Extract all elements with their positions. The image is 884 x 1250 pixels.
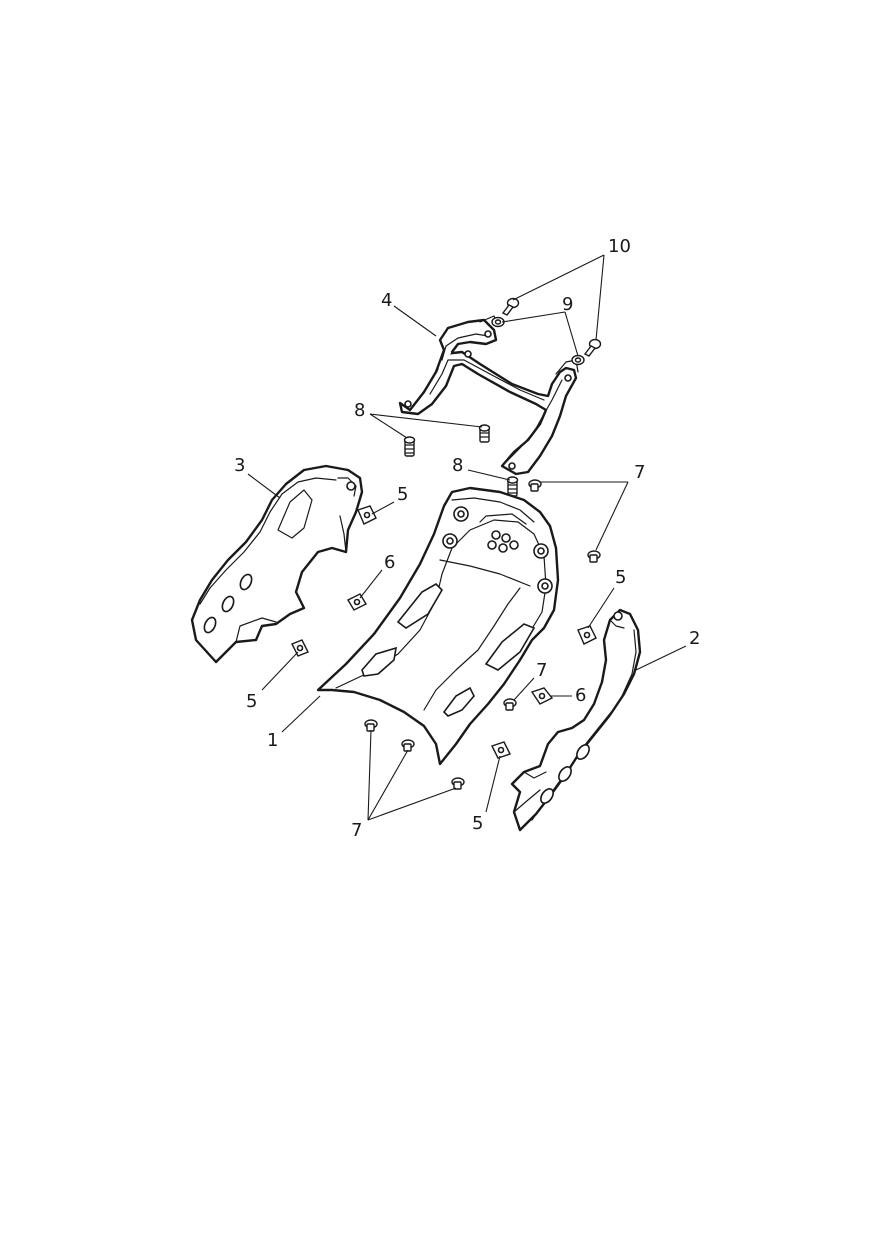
washer-9-lower [571, 354, 585, 366]
screw-7-d [364, 719, 378, 732]
callout-5-top-left: 5 [397, 484, 408, 505]
bolt-8-left [403, 436, 416, 457]
screw-7-b [587, 550, 601, 563]
callout-3: 3 [234, 455, 245, 476]
clip-nut-5-b [291, 639, 309, 657]
callout-5-bottom: 5 [472, 813, 483, 834]
callout-5-right: 5 [615, 567, 626, 588]
screw-7-e [401, 739, 415, 752]
clip-nut-5-c [577, 625, 597, 645]
bolt-8-center [506, 476, 519, 497]
screw-7-a [528, 479, 542, 492]
callout-7-bottom: 7 [351, 820, 362, 841]
part-1-centre-pan [316, 486, 560, 766]
clip-nut-5-d [491, 741, 511, 759]
callout-10: 10 [608, 236, 631, 257]
callout-8-center: 8 [452, 455, 463, 476]
callout-labels: 10 9 4 8 8 7 3 5 6 5 2 7 5 6 1 5 7 [234, 236, 700, 841]
bolt-10-upper [501, 297, 520, 316]
callout-9: 9 [562, 294, 573, 315]
leader-lines [247, 254, 687, 821]
callout-1: 1 [267, 730, 278, 751]
callout-6-left: 6 [384, 552, 395, 573]
callout-7-top: 7 [634, 462, 645, 483]
part-3-left-panel [190, 464, 364, 664]
callout-8-left: 8 [354, 400, 365, 421]
callout-6-right: 6 [575, 685, 586, 706]
screw-7-c [503, 698, 517, 711]
bolt-10-lower [583, 338, 602, 357]
clip-nut-6-b [530, 687, 554, 705]
callout-2: 2 [689, 628, 700, 649]
callout-7-right: 7 [536, 660, 547, 681]
callout-4: 4 [381, 290, 392, 311]
screw-7-f [451, 777, 465, 790]
clip-nut-5-a [357, 505, 377, 525]
part-4-bracket [398, 315, 579, 476]
callout-5-bottom-left: 5 [246, 691, 257, 712]
clip-nut-6-a [347, 593, 367, 611]
bolt-8-right [478, 424, 491, 443]
part-2-right-panel [510, 608, 642, 832]
